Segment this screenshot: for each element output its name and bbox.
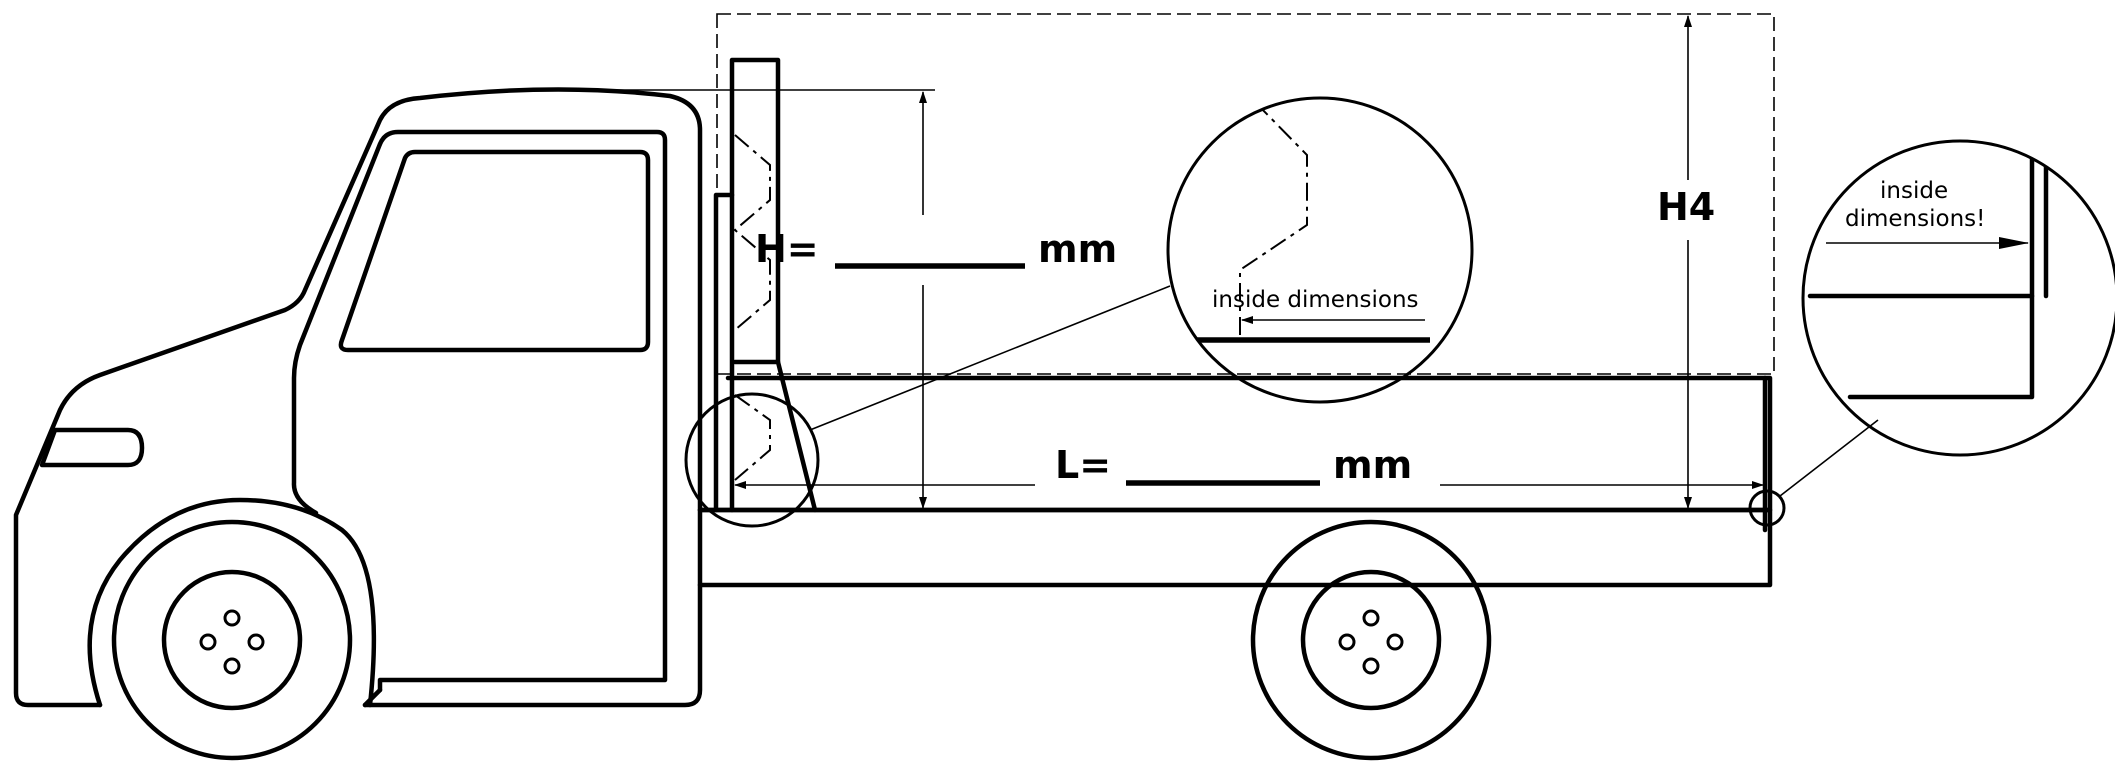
- detail-callout-rear: inside dimensions!: [1748, 139, 2115, 527]
- rear-wheel: [1250, 519, 1492, 761]
- length-prefix: L=: [1055, 443, 1111, 487]
- truck-bed: [697, 57, 1773, 588]
- detail-right-caption-line1: inside: [1880, 178, 1948, 204]
- detail-right-caption-line2: dimensions!: [1845, 206, 1985, 232]
- truck-cab: [13, 87, 703, 708]
- cab-window: [338, 149, 651, 353]
- length-unit: mm: [1333, 443, 1412, 487]
- headlight: [39, 427, 145, 468]
- front-wheel: [111, 519, 353, 761]
- detail-left-caption: inside dimensions: [1212, 287, 1419, 313]
- detail-callout-headboard: inside dimensions: [684, 96, 1474, 528]
- length-label: L= mm: [1055, 443, 1412, 487]
- height-label: H= mm: [755, 227, 1117, 271]
- h4-label: H4: [1657, 185, 1715, 229]
- height-prefix: H=: [755, 227, 819, 271]
- height-unit: mm: [1038, 227, 1117, 271]
